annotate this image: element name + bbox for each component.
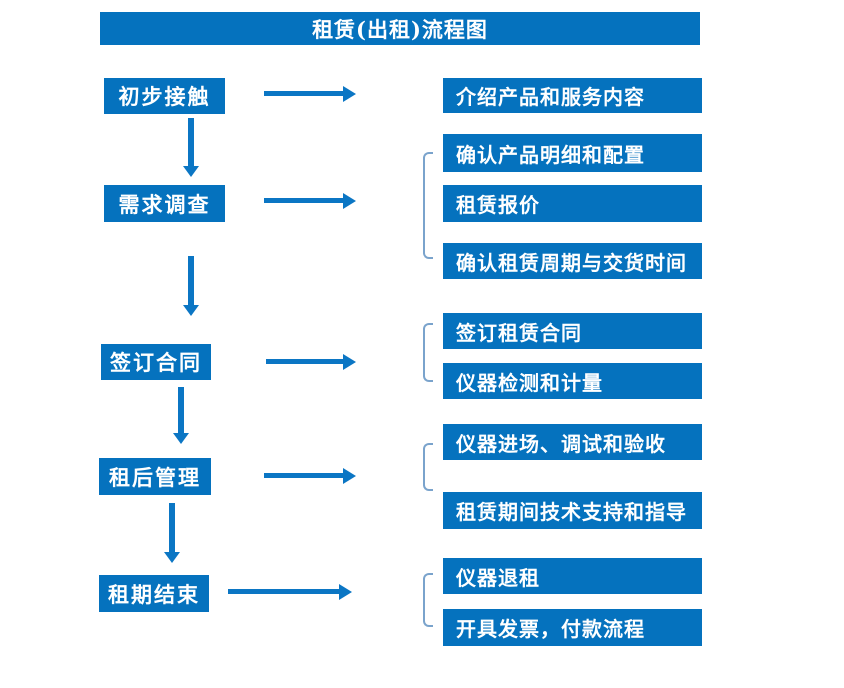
detail-box-instrument-return: 仪器退租 <box>443 558 702 594</box>
arrow-head-icon <box>343 354 356 370</box>
detail-box-confirm-product-details: 确认产品明细和配置 <box>443 134 702 172</box>
detail-box-confirm-rental-period: 确认租赁周期与交货时间 <box>443 243 702 279</box>
arrow-right-stage3 <box>266 354 356 370</box>
detail-box-technical-support: 租赁期间技术支持和指导 <box>443 492 702 529</box>
arrow-head-icon <box>173 433 189 444</box>
stage-box-post-rental-management: 租后管理 <box>99 458 211 495</box>
arrow-head-icon <box>343 193 356 209</box>
arrow-shaft <box>266 359 344 364</box>
group-bracket-stage2 <box>423 152 433 259</box>
arrow-down-2 <box>183 256 199 316</box>
detail-box-introduce-products: 介绍产品和服务内容 <box>443 78 702 113</box>
arrow-shaft <box>228 589 340 594</box>
group-bracket-stage3 <box>423 323 433 382</box>
arrow-shaft <box>169 503 175 553</box>
arrow-shaft <box>178 387 184 434</box>
arrow-head-icon <box>183 305 199 316</box>
detail-box-invoice-payment: 开具发票，付款流程 <box>443 609 702 646</box>
stage-box-rental-end: 租期结束 <box>99 575 209 612</box>
arrow-right-stage1 <box>264 86 356 102</box>
arrow-shaft <box>188 256 194 306</box>
stage-box-contract-signing: 签订合同 <box>101 344 211 380</box>
diagram-title: 租赁(出租)流程图 <box>100 12 700 45</box>
arrow-head-icon <box>339 584 352 600</box>
arrow-down-4 <box>164 503 180 563</box>
arrow-shaft <box>188 118 194 167</box>
arrow-down-3 <box>173 387 189 444</box>
arrow-down-1 <box>183 118 199 177</box>
arrow-head-icon <box>183 166 199 177</box>
arrow-head-icon <box>343 86 356 102</box>
detail-box-instrument-setup-acceptance: 仪器进场、调试和验收 <box>443 424 702 460</box>
arrow-shaft <box>264 91 344 96</box>
detail-box-sign-rental-contract: 签订租赁合同 <box>443 313 702 349</box>
arrow-right-stage4 <box>264 468 356 484</box>
detail-box-rental-quote: 租赁报价 <box>443 185 702 222</box>
group-bracket-stage5 <box>423 573 433 627</box>
arrow-shaft <box>264 198 344 203</box>
arrow-shaft <box>264 473 344 478</box>
arrow-head-icon <box>343 468 356 484</box>
detail-box-instrument-inspection: 仪器检测和计量 <box>443 363 702 399</box>
stage-box-initial-contact: 初步接触 <box>104 78 225 114</box>
arrow-head-icon <box>164 552 180 563</box>
group-bracket-stage4 <box>423 443 433 491</box>
stage-box-demand-survey: 需求调查 <box>104 185 225 222</box>
arrow-right-stage5 <box>228 584 352 600</box>
arrow-right-stage2 <box>264 193 356 209</box>
